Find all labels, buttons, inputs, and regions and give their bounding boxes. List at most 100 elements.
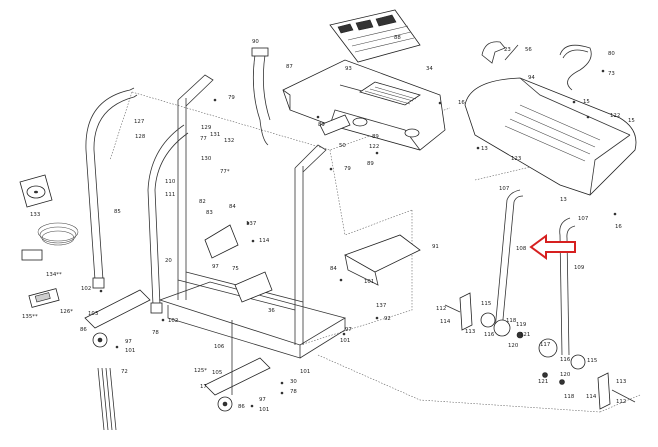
callout-120-b: 120	[560, 372, 571, 378]
callout-117: 117	[540, 342, 550, 348]
callout-97-d: 97	[259, 397, 266, 403]
callout-15-right: 15	[628, 118, 635, 124]
callout-82: 82	[199, 199, 206, 205]
callout-111: 111	[165, 192, 175, 198]
callout-114-a: 114	[259, 238, 270, 244]
callout-105: 105	[212, 370, 222, 376]
callout-15-top: 15	[583, 99, 590, 105]
highlight-arrow	[529, 234, 576, 260]
callout-101-e: 101	[300, 369, 310, 375]
callout-121: 121	[520, 332, 530, 338]
callout-17: 17	[200, 384, 207, 390]
callout-84-b: 84	[330, 266, 337, 272]
callout-116-b: 116	[560, 357, 571, 363]
callout-97-a: 97	[212, 264, 219, 270]
callout-116-a: 116	[484, 332, 495, 338]
callout-107-a: 107	[499, 186, 509, 192]
callout-101-c: 101	[364, 279, 374, 285]
callout-115-a: 115	[481, 301, 491, 307]
callout-106: 106	[214, 344, 225, 350]
callout-92: 92	[384, 316, 391, 322]
callout-56: 56	[525, 47, 532, 53]
callout-93: 93	[345, 66, 352, 72]
callout-16-top: 16	[458, 100, 465, 106]
accessories	[19, 174, 117, 431]
callout-113-b: 113	[616, 379, 626, 385]
callout-86-a: 86	[80, 327, 87, 333]
callout-110: 110	[165, 179, 176, 185]
callout-13-b: 13	[560, 197, 567, 203]
callout-122-top: 122	[610, 113, 620, 119]
callout-101-b: 101	[340, 338, 350, 344]
callout-127: 127	[134, 119, 144, 125]
callout-89-b: 89	[372, 134, 379, 140]
callout-97-b: 97	[125, 339, 132, 345]
callout-108: 108	[516, 246, 527, 252]
callout-85: 85	[114, 209, 121, 215]
callout-112-a: 112	[436, 306, 446, 312]
callout-markers	[99, 69, 617, 408]
callout-119: 119	[516, 322, 527, 328]
callout-102-b: 102	[168, 318, 178, 324]
left-handrail	[85, 87, 138, 289]
callout-78-b: 78	[290, 389, 297, 395]
right-handrail-left-frame	[147, 124, 189, 314]
callout-84: 84	[229, 204, 236, 210]
callout-91: 91	[432, 244, 439, 250]
callout-130: 130	[201, 156, 212, 162]
callout-77-star: 77*	[220, 169, 230, 175]
callout-94: 94	[528, 75, 535, 81]
callout-86-b: 86	[238, 404, 245, 410]
callout-90: 90	[252, 39, 259, 45]
callout-131: 131	[210, 132, 220, 138]
callout-126-a: 126*	[60, 309, 73, 315]
callout-112-b: 112	[616, 399, 626, 405]
callout-16-right: 16	[615, 224, 622, 230]
callout-79-top: 79	[228, 95, 235, 101]
motor-hood	[464, 77, 637, 196]
callout-118-b: 118	[564, 394, 575, 400]
front-roller-assembly	[444, 292, 636, 410]
callout-120: 120	[508, 343, 519, 349]
callout-50: 50	[339, 143, 346, 149]
callout-128: 128	[135, 134, 146, 140]
callout-13-a: 13	[481, 146, 488, 152]
callout-114-c: 114	[586, 394, 597, 400]
callout-89-a: 89	[318, 122, 325, 128]
callout-118: 118	[506, 318, 517, 324]
callout-101-a: 101	[125, 348, 135, 354]
callout-135: 135**	[22, 314, 38, 320]
callout-72: 72	[121, 369, 128, 375]
callout-101-d: 101	[259, 407, 269, 413]
callout-77: 77	[200, 136, 207, 142]
callout-labels: 90 88 34 87 93 23 56 80 73 94 79 15 16 1…	[22, 35, 635, 413]
callout-89-c: 89	[367, 161, 374, 167]
right-uprights	[494, 189, 576, 356]
callout-113-a: 113	[465, 329, 475, 335]
callout-134: 134**	[46, 272, 62, 278]
callout-36: 36	[268, 308, 275, 314]
callout-133: 133	[30, 212, 40, 218]
callout-125: 125*	[194, 368, 207, 374]
callout-132: 132	[224, 138, 234, 144]
top-small-parts	[251, 41, 592, 146]
callout-87: 87	[286, 64, 293, 70]
callout-129: 129	[201, 125, 212, 131]
callout-107-b: 107	[578, 216, 588, 222]
console-assembly	[282, 9, 446, 151]
callout-109: 109	[574, 265, 585, 271]
callout-123: 123	[511, 156, 521, 162]
callout-121-b: 121	[538, 379, 548, 385]
callout-103: 103	[88, 311, 98, 317]
callout-20: 20	[165, 258, 172, 264]
callout-79-mid: 79	[344, 166, 351, 172]
callout-102-a: 102	[81, 286, 91, 292]
guards	[204, 114, 421, 303]
rear-feet	[84, 289, 271, 412]
callout-122-mid: 122	[369, 144, 379, 150]
callout-137-b: 137	[376, 303, 386, 309]
callout-88: 88	[394, 35, 401, 41]
callout-78-a: 78	[152, 330, 159, 336]
callout-97-c: 97	[345, 327, 352, 333]
